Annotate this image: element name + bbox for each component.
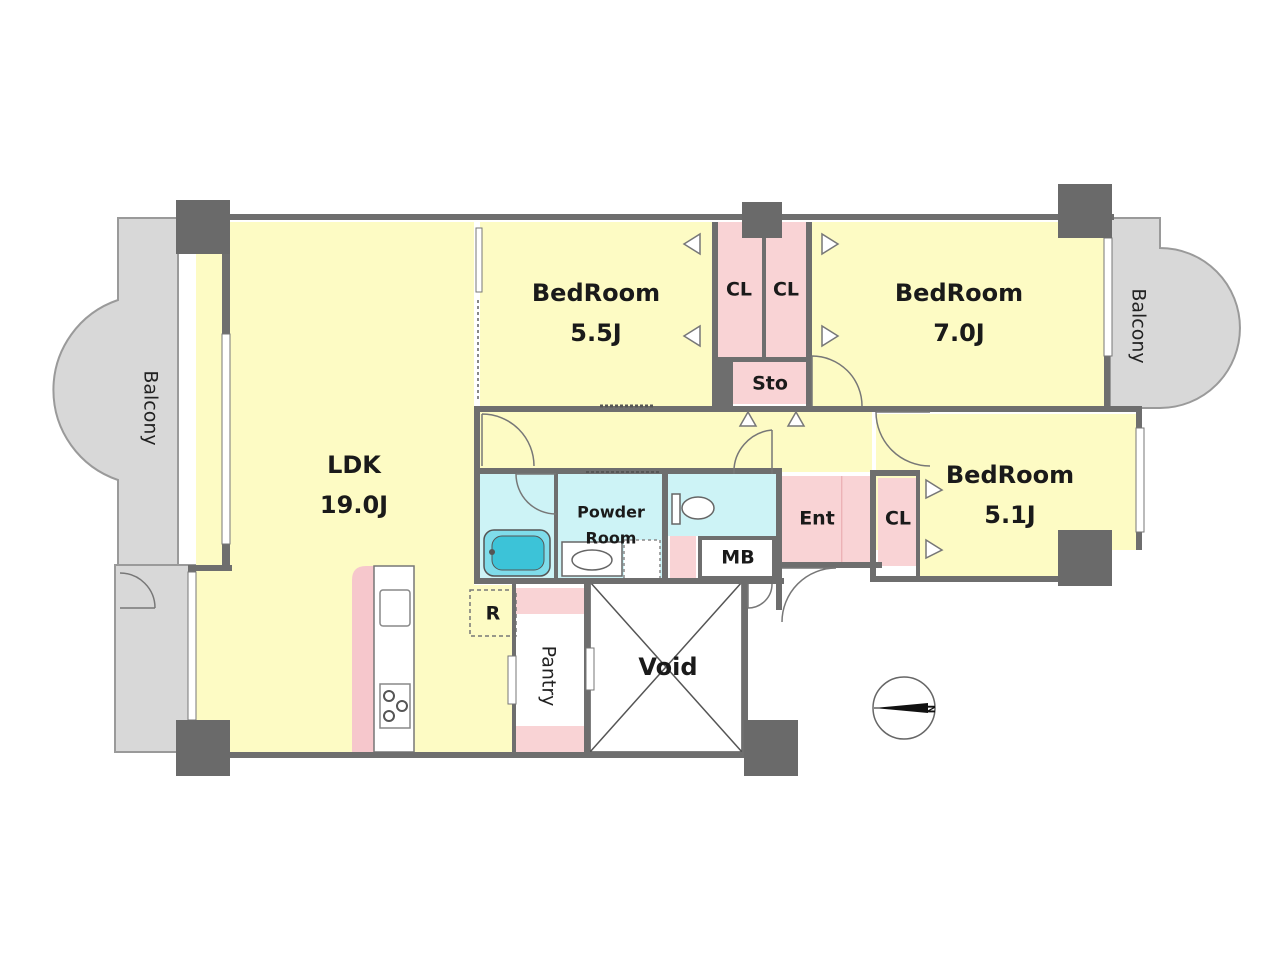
bathtub-icon: [483, 529, 551, 577]
toilet-icon: [671, 493, 715, 525]
label-storage: Sto: [752, 373, 788, 395]
label-pantry: Pantry: [538, 646, 560, 707]
compass-icon: N: [872, 676, 936, 740]
room-bedroom-1: [480, 222, 714, 406]
label-bedroom-3-size: 5.1J: [984, 501, 1035, 529]
balcony-left: [52, 217, 197, 753]
doors: [477, 232, 944, 623]
label-refrigerator: R: [486, 603, 501, 625]
label-ldk-name: LDK: [327, 451, 382, 479]
room-ldk: [196, 222, 512, 752]
refrigerator-space: [469, 589, 517, 637]
balcony-right: [1109, 217, 1241, 409]
label-balcony-left: Balcony: [140, 370, 162, 445]
label-entrance: Ent: [799, 508, 835, 530]
label-powder-room-line1: Powder: [577, 503, 645, 522]
room-storage: [733, 362, 806, 404]
label-mb: MB: [721, 547, 754, 569]
compass-north-label: N: [925, 705, 936, 713]
outer-wall: [196, 214, 1114, 220]
room-bedroom-2: [812, 222, 1108, 408]
room-mb: [698, 536, 776, 580]
label-bedroom-2-size: 7.0J: [933, 319, 984, 347]
room-cl-3: [878, 478, 916, 566]
room-cl-2: [766, 222, 806, 357]
label-void: Void: [638, 653, 697, 681]
label-cl-3: CL: [885, 508, 911, 530]
pillars: [176, 184, 1112, 776]
label-bedroom-1-size: 5.5J: [570, 319, 621, 347]
room-cl-1: [718, 222, 762, 357]
windows: [187, 227, 1145, 721]
sink-icon: [561, 539, 661, 581]
label-ldk-size: 19.0J: [320, 491, 388, 519]
label-powder-room-line2: Room: [586, 529, 637, 548]
label-bedroom-2-name: BedRoom: [895, 279, 1023, 307]
label-balcony-right: Balcony: [1128, 288, 1150, 363]
label-bedroom-1-name: BedRoom: [532, 279, 660, 307]
kitchen-counter: [352, 565, 415, 753]
label-cl-1: CL: [726, 279, 752, 301]
label-bedroom-3-name: BedRoom: [946, 461, 1074, 489]
label-cl-2: CL: [773, 279, 799, 301]
